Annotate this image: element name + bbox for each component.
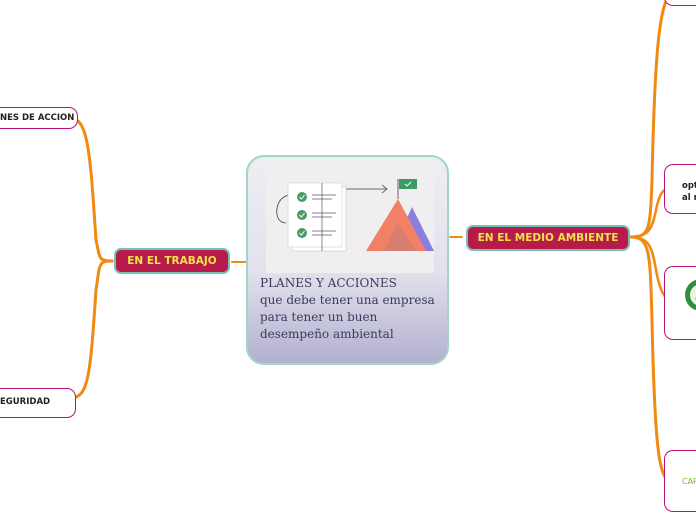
central-topic-text: PLANES Y ACCIONES que debe tener una emp… <box>260 275 440 343</box>
branch-trabajo[interactable]: EN EL TRABAJO <box>114 248 230 274</box>
central-subtitle: que debe tener una empresa para tener un… <box>260 293 435 341</box>
leaf-seguridad[interactable]: EGURIDAD <box>0 388 76 418</box>
leaf-image-recycle[interactable] <box>664 266 696 340</box>
leaf-optimizar[interactable]: opt al n <box>664 164 696 214</box>
leaf-opt-line1: opt <box>682 181 696 191</box>
checklist-mountain-illustration <box>266 163 434 273</box>
leaf-top-right[interactable] <box>664 0 696 6</box>
leaf-opt-line2: al n <box>682 193 696 203</box>
leaf-car[interactable]: CAR <box>664 450 696 512</box>
central-title: PLANES Y ACCIONES <box>260 276 397 290</box>
recycle-globe-icon <box>685 279 696 311</box>
central-topic[interactable]: PLANES Y ACCIONES que debe tener una emp… <box>246 155 449 365</box>
branch-medio-ambiente[interactable]: EN EL MEDIO AMBIENTE <box>466 225 630 251</box>
leaf-planes-label: NES DE ACCION <box>0 113 75 123</box>
leaf-planes-de-accion[interactable]: NES DE ACCION <box>0 107 78 129</box>
leaf-seguridad-label: EGURIDAD <box>0 397 51 407</box>
leaf-car-label: CAR <box>682 477 696 486</box>
